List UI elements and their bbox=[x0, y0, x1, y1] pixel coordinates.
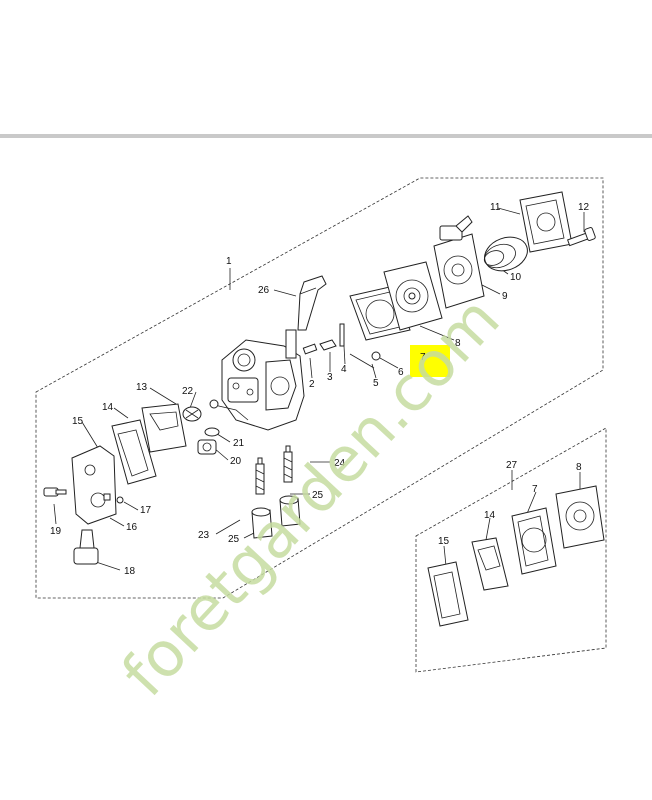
callout-kit-14: 14 bbox=[484, 510, 496, 521]
kit-cover-gasket-part bbox=[427, 561, 469, 627]
callout-25-upper: 25 bbox=[312, 490, 324, 501]
limiter-caps-part bbox=[251, 495, 301, 539]
callout-20: 20 bbox=[230, 456, 242, 467]
callout-22: 22 bbox=[182, 386, 194, 397]
throttle-lever-part bbox=[297, 275, 327, 331]
callout-10: 10 bbox=[510, 272, 522, 283]
callout-3: 3 bbox=[327, 372, 333, 383]
top-rule bbox=[0, 134, 652, 138]
callout-kit-15: 15 bbox=[438, 536, 450, 547]
callout-1: 1 bbox=[226, 256, 232, 267]
highlight-box bbox=[410, 345, 450, 377]
metering-diaphragm-part bbox=[111, 419, 157, 485]
callout-kit-8: 8 bbox=[576, 462, 582, 473]
kit-gasket-part bbox=[511, 507, 557, 575]
small-gasket-part bbox=[141, 403, 187, 453]
valve-parts bbox=[197, 427, 220, 455]
callout-kit-27: 27 bbox=[506, 460, 518, 471]
callout-6: 6 bbox=[398, 367, 404, 378]
callout-15: 15 bbox=[72, 416, 84, 427]
callout-21: 21 bbox=[233, 438, 245, 449]
plug-part bbox=[73, 529, 99, 565]
callout-26: 26 bbox=[258, 285, 270, 296]
screw-part bbox=[566, 227, 596, 247]
callout-11: 11 bbox=[490, 202, 501, 213]
callout-13: 13 bbox=[136, 382, 148, 393]
callout-2: 2 bbox=[309, 379, 315, 390]
callout-8: 8 bbox=[455, 338, 461, 349]
callout-4: 4 bbox=[341, 364, 347, 375]
metering-cover-part bbox=[71, 445, 117, 525]
callout-kit-7: 7 bbox=[532, 484, 538, 495]
callout-23: 23 bbox=[198, 530, 210, 541]
adjusting-screws-part bbox=[255, 445, 293, 495]
cover-screw-part bbox=[43, 487, 67, 497]
primer-bulb-part bbox=[483, 236, 528, 272]
cover-plate-part bbox=[519, 191, 573, 253]
callout-5: 5 bbox=[373, 378, 379, 389]
callout-7-highlighted: 7 bbox=[420, 352, 426, 363]
kit-metering-diaphragm-part bbox=[471, 537, 509, 591]
carburetor-body-part bbox=[209, 329, 305, 431]
callout-14: 14 bbox=[102, 402, 114, 413]
repair-kit-frame bbox=[415, 427, 607, 673]
callout-24: 24 bbox=[334, 458, 346, 469]
diaphragm-part bbox=[383, 261, 443, 331]
callout-17: 17 bbox=[140, 505, 152, 516]
strainer-part bbox=[182, 406, 202, 422]
kit-pump-diaphragm-part bbox=[555, 485, 605, 549]
callout-16: 16 bbox=[126, 522, 138, 533]
pin-part bbox=[116, 496, 124, 504]
callout-labels: 1 26 2 3 4 5 6 7 8 9 10 11 12 13 22 14 1… bbox=[50, 202, 590, 577]
callout-19: 19 bbox=[50, 526, 62, 537]
small-parts bbox=[302, 323, 381, 369]
pump-cover-part bbox=[433, 215, 485, 309]
callout-18: 18 bbox=[124, 566, 136, 577]
callout-25-lower: 25 bbox=[228, 534, 240, 545]
callout-9: 9 bbox=[502, 291, 508, 302]
callout-12: 12 bbox=[578, 202, 590, 213]
